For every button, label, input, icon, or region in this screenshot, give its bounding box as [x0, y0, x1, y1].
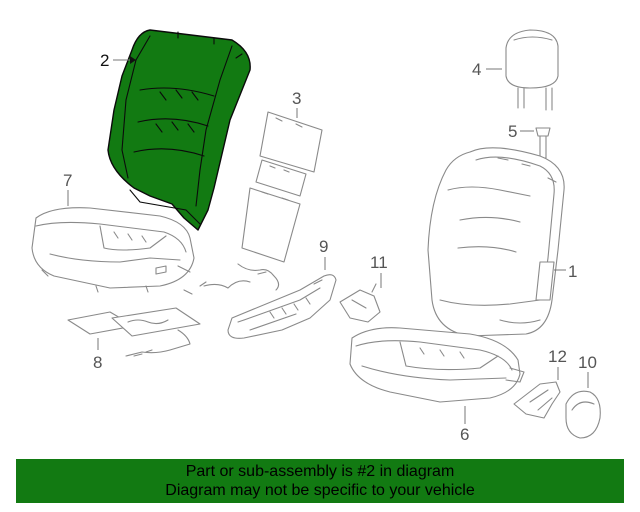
callout-3: 3 — [292, 89, 301, 108]
callout-4: 4 — [472, 60, 481, 79]
part-4-headrest[interactable] — [505, 29, 559, 111]
parts-diagram: 2 3 7 8 4 — [31, 29, 601, 444]
info-banner: Part or sub-assembly is #2 in diagram Di… — [16, 459, 624, 503]
callout-1: 1 — [568, 262, 577, 281]
callout-11: 11 — [370, 253, 388, 272]
part-10-knob-cover[interactable] — [565, 390, 601, 439]
part-5-headrest-guide[interactable] — [535, 127, 551, 159]
callout-5: 5 — [508, 122, 517, 141]
part-7-seat-cushion[interactable] — [31, 207, 195, 293]
banner-line-1: Part or sub-assembly is #2 in diagram — [185, 463, 455, 480]
part-11-cover[interactable] — [339, 283, 381, 323]
part-6-seat-cushion-assembly[interactable] — [349, 327, 525, 403]
callout-9: 9 — [319, 237, 328, 256]
part-1-seat-back-assembly[interactable] — [427, 147, 565, 337]
callout-12: 12 — [548, 347, 567, 366]
callout-7: 7 — [63, 171, 72, 190]
part-12-hinge-cover[interactable] — [513, 381, 561, 419]
part-8-seat-heater[interactable] — [67, 307, 201, 357]
callout-10: 10 — [578, 353, 597, 372]
leader-2-arrow — [130, 56, 136, 64]
callout-2: 2 — [100, 51, 109, 70]
part-9-side-trim[interactable] — [227, 274, 337, 339]
callout-6: 6 — [460, 425, 469, 444]
part-3-seat-back-pad[interactable] — [183, 111, 323, 295]
banner-line-2: Diagram may not be specific to your vehi… — [165, 482, 475, 499]
callout-8: 8 — [93, 353, 102, 372]
part-2-seat-back-cover[interactable] — [107, 29, 251, 231]
